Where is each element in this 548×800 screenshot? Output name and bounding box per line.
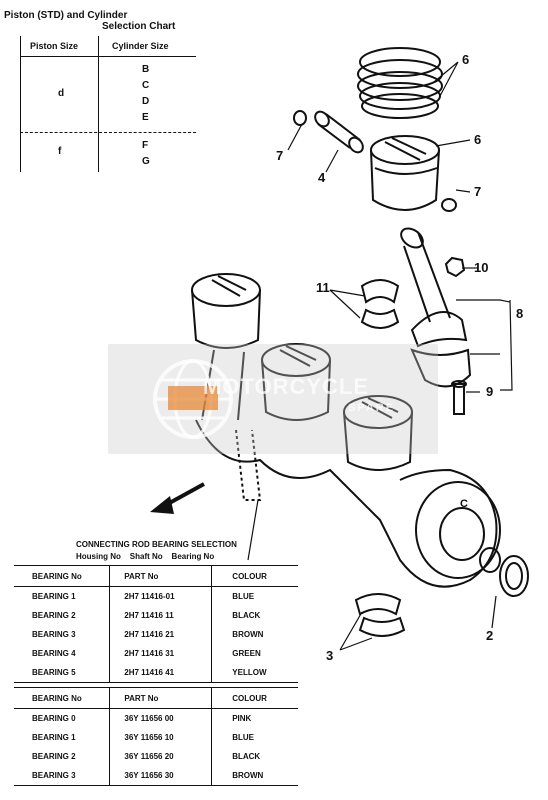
piston-middle (261, 343, 331, 421)
bearing-no: BEARING 5 (32, 668, 76, 677)
bearing-no: BEARING 3 (32, 630, 76, 639)
table-row: BEARING 3 2H7 11416 21 BROWN (14, 625, 298, 644)
oil-seal (499, 555, 529, 597)
top-piston (370, 135, 440, 211)
chart-title-line1: Piston (STD) and Cylinder (4, 10, 128, 21)
part-no: 2H7 11416 41 (109, 663, 212, 683)
piston-size-f: f (58, 146, 62, 157)
main-bearing-shells (354, 593, 406, 637)
piston-rings (357, 47, 443, 119)
table-row: BEARING 2 36Y 11656 20 BLACK (14, 747, 298, 766)
table-row: BEARING 5 2H7 11416 41 YELLOW (14, 663, 298, 683)
callout-2: 2 (486, 628, 494, 643)
cylinder-size: D (142, 96, 150, 107)
colour: BLACK (211, 747, 298, 766)
callout-11: 11 (316, 280, 330, 295)
colour: GREEN (211, 644, 298, 663)
piston-right (343, 395, 413, 471)
table-row: BEARING 4 2H7 11416 31 GREEN (14, 644, 298, 663)
globe-logo-icon (153, 359, 233, 439)
chart-title-line2: Selection Chart (102, 21, 176, 32)
bearing-no: BEARING 2 (32, 752, 76, 761)
watermark: MOTORCYCLE SPARE (108, 344, 438, 454)
colour: BLACK (211, 606, 298, 625)
bearing-table-2: BEARING No PART No COLOUR BEARING 0 36Y … (14, 687, 298, 786)
callout-7-left: 7 (276, 148, 284, 163)
col-bearing-no: BEARING No (14, 687, 110, 709)
crankshaft (195, 419, 501, 588)
col-piston-size: Piston Size (30, 41, 79, 51)
cylinder-size: F (142, 140, 149, 151)
colour: BROWN (211, 766, 298, 786)
callout-8: 8 (516, 306, 524, 321)
arrow-head-icon (150, 496, 174, 514)
piston-pin (314, 110, 364, 154)
callout-4: 4 (318, 170, 326, 185)
piston-cylinder-chart: Piston Size Cylinder Size d B C D E f F … (20, 36, 196, 172)
piston-left (191, 273, 261, 421)
table-row: BEARING 2 2H7 11416 11 BLACK (14, 606, 298, 625)
colour: BLUE (211, 728, 298, 747)
colour: PINK (211, 708, 298, 728)
cylinder-size: E (142, 112, 149, 123)
cylinder-size: B (142, 64, 150, 75)
part-no: 36Y 11656 00 (109, 708, 212, 728)
cylinder-size: G (142, 156, 150, 167)
colour: BROWN (211, 625, 298, 644)
part-no: 36Y 11656 10 (109, 728, 212, 747)
selection-chart-title: Piston (STD) and Cylinder Selection Char… (4, 10, 175, 32)
table-row: BEARING 1 36Y 11656 10 BLUE (14, 728, 298, 747)
table-row: BEARING 3 36Y 11656 30 BROWN (14, 766, 298, 786)
bearing-selection-subtitle: Housing No Shaft No Bearing No (76, 552, 215, 561)
callout-c: C (460, 498, 468, 510)
clip-left (293, 110, 307, 126)
connecting-rod (400, 227, 472, 388)
colour: YELLOW (211, 663, 298, 683)
rod-nut (444, 256, 466, 278)
col-bearing-no: BEARING No (14, 565, 110, 587)
part-no: 2H7 11416-01 (109, 586, 212, 606)
callout-3: 3 (326, 648, 334, 663)
bearing-no: BEARING 1 (32, 592, 76, 601)
bearing-no: BEARING 0 (32, 714, 76, 723)
col-part-no: PART No (109, 687, 212, 709)
leader-lines (247, 61, 513, 651)
bearing-no: BEARING 4 (32, 649, 76, 658)
callout-6-rings: 6 (462, 52, 470, 67)
table-row: BEARING 0 36Y 11656 00 PINK (14, 708, 298, 728)
watermark-text: MOTORCYCLE (203, 374, 370, 399)
callout-10: 10 (474, 260, 489, 275)
rod-bearing-shells (360, 279, 400, 329)
callout-9: 9 (486, 384, 494, 399)
col-cylinder-size: Cylinder Size (112, 41, 169, 51)
part-no: 36Y 11656 20 (109, 747, 212, 766)
bearing-no: BEARING 2 (32, 611, 76, 620)
bearing-no: BEARING 3 (32, 771, 76, 780)
col-colour: COLOUR (211, 565, 298, 587)
part-no: 36Y 11656 30 (109, 766, 212, 786)
table-row: BEARING 1 2H7 11416-01 BLUE (14, 586, 298, 606)
piston-size-d: d (58, 88, 65, 99)
cylinder-size: C (142, 80, 150, 91)
part-no: 2H7 11416 11 (109, 606, 212, 625)
part-no: 2H7 11416 31 (109, 644, 212, 663)
col-colour: COLOUR (211, 687, 298, 709)
bearing-table-1: BEARING No PART No COLOUR BEARING 1 2H7 … (14, 565, 298, 683)
clip-right (441, 198, 457, 212)
col-part-no: PART No (109, 565, 212, 587)
bearing-selection-title: CONNECTING ROD BEARING SELECTION (76, 540, 237, 549)
colour: BLUE (211, 586, 298, 606)
callout-6-piston: 6 (474, 132, 482, 147)
part-no: 2H7 11416 21 (109, 625, 212, 644)
callout-7-right: 7 (474, 184, 482, 199)
watermark-sub: SPARE (348, 402, 396, 414)
rod-bolt (451, 380, 467, 415)
bearing-no: BEARING 1 (32, 733, 76, 742)
